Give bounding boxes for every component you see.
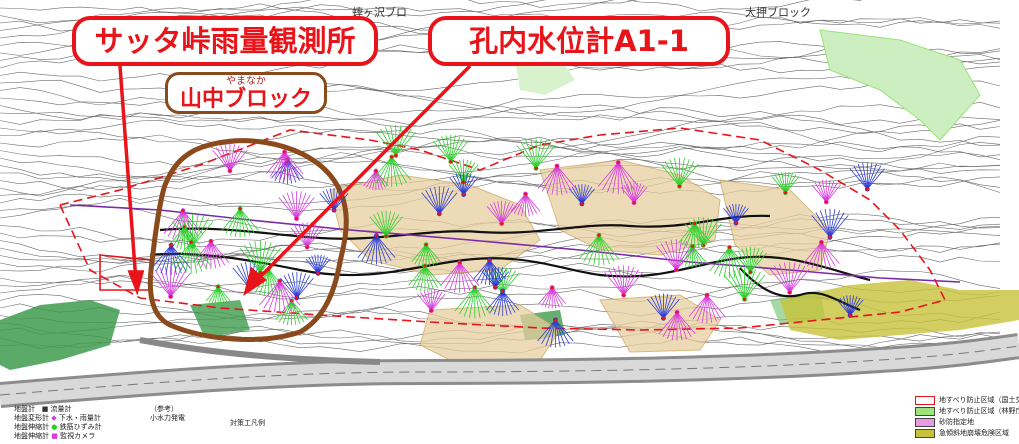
legend-row: 地すべり防止区域（国土交通省 <box>915 395 1019 405</box>
well-point <box>462 193 466 197</box>
well-point <box>675 310 679 314</box>
well-point <box>597 233 601 237</box>
well-point <box>743 297 747 301</box>
well-point <box>523 192 527 196</box>
well-point <box>788 290 792 294</box>
well-point <box>555 164 559 168</box>
legend-swatch <box>915 418 935 427</box>
well-point <box>678 184 682 188</box>
well-point <box>550 286 554 290</box>
well-point <box>429 309 433 313</box>
well-point <box>501 289 505 293</box>
legend-swatch <box>915 407 935 416</box>
well-point <box>295 296 299 300</box>
well-point <box>705 293 709 297</box>
legend-swatch <box>915 396 935 405</box>
rain-gauge-station-callout: サッタ峠雨量観測所 <box>72 16 378 66</box>
well-point <box>384 234 388 238</box>
well-point <box>553 318 557 322</box>
well-point <box>674 268 678 272</box>
well-point <box>390 155 394 159</box>
well-point <box>437 212 441 216</box>
well-point <box>423 264 427 268</box>
well-point <box>449 160 453 164</box>
well-point <box>728 245 732 249</box>
well-point <box>458 261 462 265</box>
well-point <box>169 295 173 299</box>
well-point <box>228 169 232 173</box>
well-point <box>295 217 299 221</box>
well-point <box>748 270 752 274</box>
well-point <box>238 207 242 211</box>
well-point <box>374 169 378 173</box>
well-point <box>181 209 185 213</box>
well-point <box>734 221 738 225</box>
well-point <box>824 200 828 204</box>
well-point <box>216 285 220 289</box>
block-label-name: 山中ブロック <box>168 88 324 112</box>
hydro-power-label: 小水力発電 <box>150 413 185 423</box>
well-point <box>169 243 173 247</box>
well-point <box>316 271 320 275</box>
well-point <box>189 240 193 244</box>
well-point <box>424 243 428 247</box>
well-point <box>622 293 626 297</box>
well-point <box>394 154 398 158</box>
map-label-oshi-block: 大押ブロック <box>745 4 811 20</box>
well-point <box>305 245 309 249</box>
well-point <box>487 258 491 262</box>
yamanaka-block-label: やまなか 山中ブロック <box>165 72 327 114</box>
well-point <box>819 240 823 244</box>
well-point <box>278 279 282 283</box>
well-point <box>693 221 697 225</box>
well-point <box>332 208 336 212</box>
well-point <box>632 201 636 205</box>
well-point <box>283 150 287 154</box>
well-point <box>783 191 787 195</box>
well-point <box>661 316 665 320</box>
well-point <box>865 187 869 191</box>
legend-row: 急傾斜地崩壊危険区域 <box>915 428 1009 438</box>
well-point <box>828 235 832 239</box>
well-point <box>848 313 852 317</box>
well-point <box>534 166 538 170</box>
works-legend-title: 対策工凡例 <box>230 418 265 428</box>
legend-swatch <box>915 429 935 438</box>
borehole-water-level-callout: 孔内水位計A1-1 <box>428 16 730 66</box>
legend-row: 砂防指定地 <box>915 417 974 427</box>
well-point <box>209 239 213 243</box>
well-point <box>616 161 620 165</box>
well-point <box>374 234 378 238</box>
well-point <box>493 285 497 289</box>
well-point <box>580 202 584 206</box>
legend-row: 地すべり防止区域（林野庁所管 <box>915 406 1019 416</box>
well-point <box>500 222 504 226</box>
